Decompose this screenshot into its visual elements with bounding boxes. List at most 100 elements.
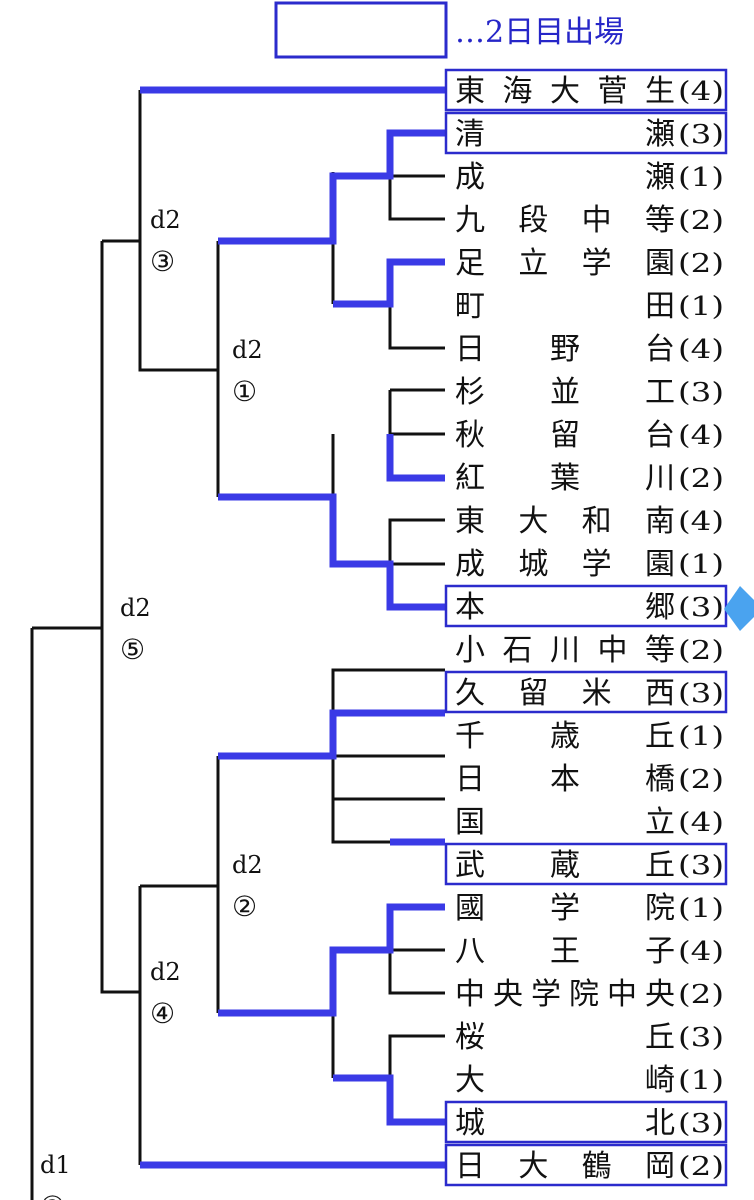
legend-box [274,1,448,59]
team-seed: (4) [678,808,724,838]
team-seed: (2) [678,464,724,494]
team-name: 城北 [455,1106,675,1141]
team-seed: (1) [678,1066,724,1096]
diamond-marker-icon [724,586,754,631]
team-row: 武蔵丘(3) [444,842,728,886]
team-name: 杉並工 [455,375,675,410]
team-row: 杉並工(3) [455,375,724,410]
team-name: 足立学園 [455,246,675,281]
team-name: 東大和南 [455,504,675,539]
team-row: 小石川中等(2) [455,633,724,668]
team-seed: (2) [678,636,724,666]
team-name: 國学院 [455,891,675,926]
team-seed: (4) [678,937,724,967]
team-row: 千歳丘(1) [455,719,724,754]
team-row: 成瀬(1) [455,160,724,195]
team-name: 紅葉川 [455,461,675,496]
team-row: 東海大菅生(4) [444,68,728,112]
team-name: 秋留台 [455,418,675,453]
team-seed: (2) [678,980,724,1010]
round-number: ① [232,375,257,408]
round-number: ③ [150,245,175,278]
team-seed: (3) [678,593,724,623]
team-row: 日野台(4) [455,332,724,367]
team-name: 日本橋 [455,762,675,797]
round-day: d2 [150,206,181,234]
team-seed: (3) [678,1109,724,1139]
team-seed: (2) [678,206,724,236]
team-name: 国立 [455,805,675,840]
team-row: 桜丘(3) [455,1020,724,1055]
team-seed: (3) [678,851,724,881]
team-row: 日本橋(2) [455,762,724,797]
team-row: 八王子(4) [455,934,724,969]
team-seed: (2) [678,765,724,795]
team-seed: (1) [678,550,724,580]
team-seed: (1) [678,163,724,193]
team-row: 大崎(1) [455,1063,724,1098]
team-row: 町田(1) [455,289,724,324]
team-seed: (1) [678,292,724,322]
round-label: d1 ② [40,1151,71,1200]
team-seed: (3) [678,1023,724,1053]
team-row: 本郷(3) [444,584,728,628]
team-name: 本郷 [455,590,675,625]
team-seed: (4) [678,335,724,365]
team-row: 東大和南(4) [455,504,724,539]
team-row: 九段中等(2) [455,203,724,238]
round-day: d2 [232,336,263,364]
team-seed: (2) [678,1152,724,1182]
round-day: d2 [232,851,263,879]
team-name: 大崎 [455,1063,675,1098]
team-seed: (1) [678,894,724,924]
team-name: 九段中等 [455,203,675,238]
day2-box [444,1143,728,1187]
round-label: d2 ⑤ [120,594,151,666]
team-seed: (4) [678,77,724,107]
round-day: d2 [150,958,181,986]
team-name: 千歳丘 [455,719,675,754]
round-label: d2 ① [232,336,263,408]
team-seed: (3) [678,120,724,150]
team-seed: (1) [678,722,724,752]
team-name: 武蔵丘 [455,848,675,883]
round-number: ⑤ [120,633,145,666]
team-name: 中央学院中央 [455,977,675,1012]
team-row: 秋留台(4) [455,418,724,453]
day2-box [444,670,728,714]
day2-box [444,842,728,886]
round-labels: d2 ③ d2 ① d2 ⑤ d2 ② d2 ④ d1 ② [40,206,263,1200]
day2-box [444,111,728,155]
team-name: 成城学園 [455,547,675,582]
team-name: 東海大菅生 [455,74,675,109]
team-seed: (2) [678,249,724,279]
team-name: 成瀬 [455,160,675,195]
round-day: d2 [120,594,151,622]
team-row: 中央学院中央(2) [455,977,724,1012]
round-number: ④ [150,997,175,1030]
day2-box [444,1100,728,1144]
team-name: 桜丘 [455,1020,675,1055]
round-label: d2 ② [232,851,263,923]
team-row: 清瀬(3) [444,111,728,155]
team-name: 日野台 [455,332,675,367]
team-seed: (4) [678,421,724,451]
team-name: 小石川中等 [455,633,675,668]
round-day: d1 [40,1151,71,1179]
team-row: 國学院(1) [455,891,724,926]
team-row: 紅葉川(2) [455,461,724,496]
round-label: d2 ④ [150,958,181,1030]
team-row: 日大鶴岡(2) [444,1143,728,1187]
team-row: 久留米西(3) [444,670,728,714]
round-number: ② [232,890,257,923]
team-name: 日大鶴岡 [455,1149,675,1184]
team-seed: (3) [678,378,724,408]
team-row: 国立(4) [455,805,724,840]
team-name: 八王子 [455,934,675,969]
team-seed: (3) [678,679,724,709]
team-seed: (4) [678,507,724,537]
round-label: d2 ③ [150,206,181,278]
round-number: ② [40,1190,65,1200]
bracket-lines [30,90,445,1200]
